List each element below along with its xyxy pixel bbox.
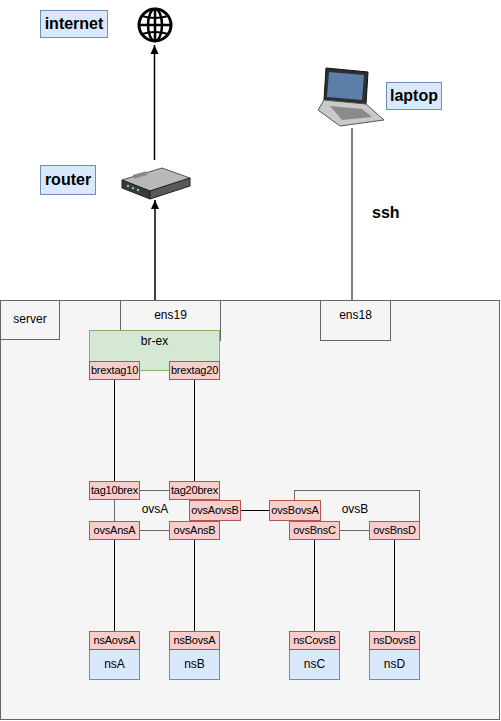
laptop-screen [327,72,364,100]
node-label: nsA [90,654,139,676]
node-label: ovsBnsD [370,522,419,539]
port-box: ovsBnsC [289,521,340,540]
server-box: serverens19ens18br-exbrextag10brextag20o… [0,300,500,720]
globe-parallel [142,16,168,34]
laptop-icon [318,68,384,126]
node-caption: internet [40,10,108,38]
node-label: tag20brex [170,482,219,499]
node-label: nsBovsA [170,632,219,649]
laptop-base [318,100,384,126]
router-node: router [120,160,190,200]
node-label: nsB [170,654,219,676]
node-label: nsCovsB [290,632,339,649]
node-caption: router [40,165,96,195]
node-label: nsAovsA [90,632,139,649]
router-front [122,180,150,199]
namespace-box: nsD nsDovsB [369,631,420,680]
node-label: nsDovsB [370,632,419,649]
node-label: nsC [290,654,339,676]
node-label: nsD [370,654,419,676]
node-label: ens18 [321,305,390,327]
router-led [137,189,139,191]
globe-outline [139,9,171,41]
link-line [352,128,353,300]
node-caption: laptop [386,82,442,110]
port-box: tag20brex [169,481,220,500]
router-led [127,185,129,187]
port-box: ovsBovsA [269,500,321,521]
node-label: ovsBovsA [270,501,320,520]
router-side [150,178,190,199]
port-box: ovsAnsA [89,521,140,540]
port-box: nsAovsA [89,631,140,650]
nic-tab: ens18 [320,300,391,341]
router-antenna [133,171,148,179]
port-box: ovsAnsB [169,521,220,540]
node-label: tag10brex [90,482,139,499]
port-box: brextag20 [169,361,220,380]
globe-equator [139,24,171,27]
namespace-box: nsA nsAovsA [89,631,140,680]
namespace-box: nsC nsCovsB [289,631,340,680]
node-label: br-ex [90,333,219,351]
router-led [132,187,134,189]
edge-label: ssh [372,204,400,222]
node-label: brextag20 [170,362,219,379]
port-box: nsBovsA [169,631,220,650]
cloud-node: internet [136,5,173,45]
router-icon [122,168,190,199]
globe-icon [139,9,171,41]
node-label: ovsBnsC [290,522,339,539]
laptop-lid [324,68,368,104]
laptop-node: laptop [318,66,384,128]
node-label: ovsAnsA [90,522,139,539]
node-label: ens19 [121,305,220,327]
port-box: ovsBnsD [369,521,420,540]
switch-box: ovsAtag10brextag20brexovsAovsBovsAnsAovs… [114,490,195,531]
node-label: ovsAnsB [170,522,219,539]
namespace-box: nsB nsBovsA [169,631,220,680]
port-box: nsCovsB [289,631,340,650]
node-label: brextag10 [90,362,139,379]
laptop-keyboard [330,106,372,120]
flow-arrow [154,45,156,160]
bridge-box: br-exbrextag10brextag20 [89,330,220,371]
node-label: ovsA [135,501,175,519]
node-caption: server [0,300,60,340]
port-box: tag10brex [89,481,140,500]
node-label: ovsAovsB [190,501,240,520]
port-box: ovsAovsB [189,500,241,521]
port-box: nsDovsB [369,631,420,650]
node-label: ovsB [335,501,375,519]
switch-box: ovsBovsBovsAovsBnsCovsBnsD [294,490,420,531]
flow-arrow [154,200,156,300]
port-box: brextag10 [89,361,140,380]
